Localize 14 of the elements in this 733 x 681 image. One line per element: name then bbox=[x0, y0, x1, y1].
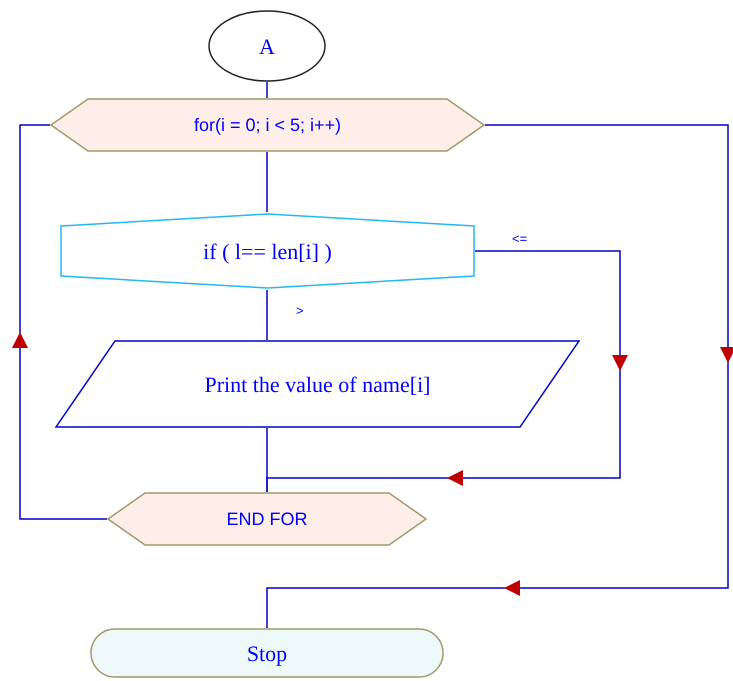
edge-label: > bbox=[294, 304, 306, 317]
connector-line bbox=[266, 428, 268, 492]
node-text: for(i = 0; i < 5; i++) bbox=[194, 114, 342, 137]
connector-line bbox=[266, 82, 268, 98]
edge-label: <= bbox=[510, 232, 530, 245]
connector-line bbox=[266, 290, 268, 340]
arrow bbox=[12, 124, 107, 520]
node-text: END FOR bbox=[226, 508, 308, 530]
node-text: Print the value of name[i] bbox=[204, 370, 431, 398]
node-text: Stop bbox=[246, 640, 288, 668]
connector-line bbox=[266, 152, 268, 212]
node-text: A bbox=[259, 32, 275, 60]
node-text: if ( l== len[i] ) bbox=[203, 238, 332, 266]
arrow bbox=[266, 124, 733, 628]
